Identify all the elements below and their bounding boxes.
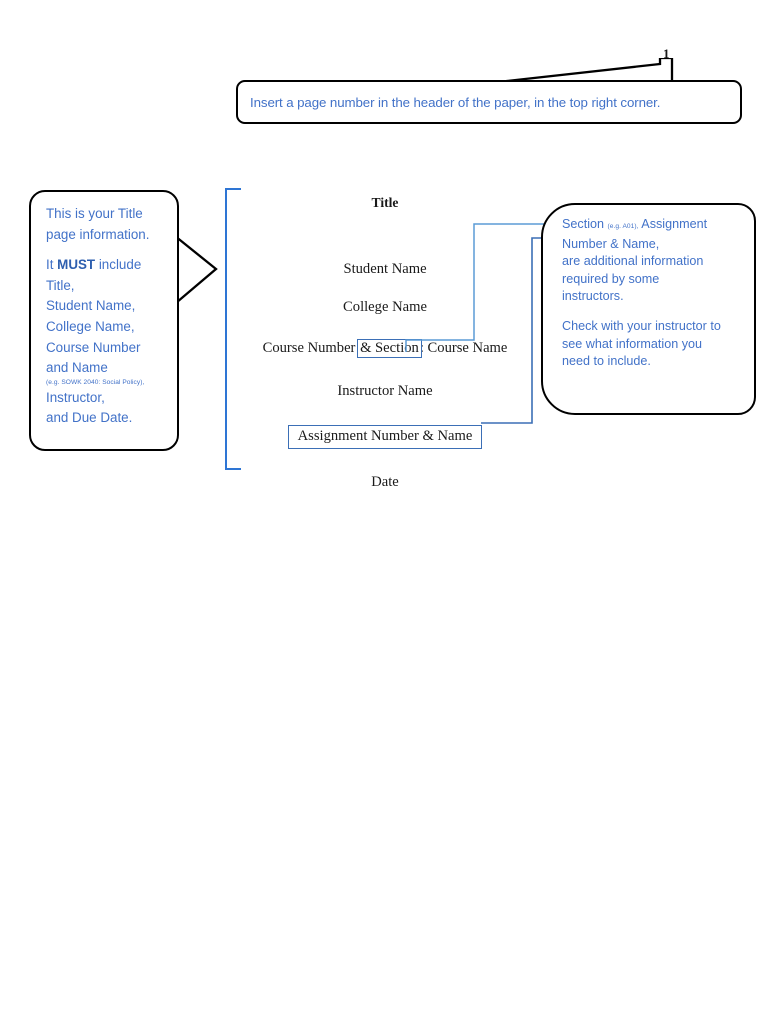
left-line-3-pre: It	[46, 257, 58, 273]
section-highlight-box: & Section	[357, 338, 422, 359]
right-line-1-example: (e.g. A01),	[607, 223, 639, 230]
right-line-4: required by some	[562, 271, 660, 286]
title-page-group-bracket	[225, 188, 241, 470]
left-line-5: Student Name,	[46, 298, 136, 314]
spacer	[250, 210, 520, 262]
header-instruction-text: Insert a page number in the header of th…	[250, 94, 661, 110]
left-line-8: and Name	[46, 360, 108, 376]
course-number-text: Course Number	[262, 339, 360, 356]
spacer	[250, 315, 520, 339]
left-line-3-bold: MUST	[57, 257, 96, 273]
spacer	[250, 399, 520, 425]
title-page-preview: Title Student Name College Name Course N…	[250, 196, 520, 489]
paragraph-gap	[46, 245, 181, 255]
left-line-1: This is your Title	[46, 206, 143, 221]
title-page-date: Date	[371, 473, 399, 490]
title-page-instructor-name: Instructor Name	[337, 383, 433, 400]
left-line-6: College Name,	[46, 318, 135, 334]
page-number: 1	[663, 46, 670, 61]
title-page-assignment-line: Assignment Number & Name	[250, 424, 520, 449]
spacer	[250, 449, 520, 475]
right-line-1-post: Assignment	[638, 217, 708, 231]
left-line-2: page information.	[46, 226, 150, 242]
left-line-3-post: include	[95, 257, 142, 273]
left-line-4: Title,	[46, 277, 75, 293]
additional-info-callout: Section (e.g. A01), Assignment Number & …	[541, 203, 756, 415]
right-line-8: need to include.	[562, 354, 651, 369]
left-line-10: Instructor,	[46, 389, 105, 405]
right-line-1-pre: Section	[562, 217, 608, 231]
title-page-student-name: Student Name	[343, 260, 427, 277]
header-instruction-callout: Insert a page number in the header of th…	[236, 80, 742, 124]
right-line-3: are additional information	[562, 254, 704, 269]
right-line-7: see what information you	[562, 336, 703, 351]
title-page-info-text: This is your Title page information. It …	[46, 204, 181, 429]
left-line-11: and Due Date.	[46, 410, 133, 426]
right-line-5: instructors.	[562, 289, 624, 304]
title-page-course-line: Course Number & Section: Course Name	[250, 338, 520, 359]
title-page-info-callout: This is your Title page information. It …	[29, 190, 179, 451]
spacer	[250, 358, 520, 384]
course-name-text: : Course Name	[419, 339, 508, 356]
additional-info-text: Section (e.g. A01), Assignment Number & …	[562, 216, 748, 371]
title-page-college-name: College Name	[343, 299, 427, 316]
right-line-6: Check with your instructor to	[562, 318, 721, 333]
left-line-7: Course Number	[46, 339, 141, 355]
course-line-wrap: Course Number & Section: Course Name	[262, 338, 508, 359]
title-page-title: Title	[371, 195, 399, 210]
right-line-2: Number & Name,	[562, 236, 660, 251]
spacer	[250, 276, 520, 300]
left-line-9-example: (e.g. SOWK 2040: Social Policy),	[46, 378, 145, 386]
paragraph-gap	[562, 306, 748, 318]
assignment-highlight-box: Assignment Number & Name	[287, 424, 483, 449]
